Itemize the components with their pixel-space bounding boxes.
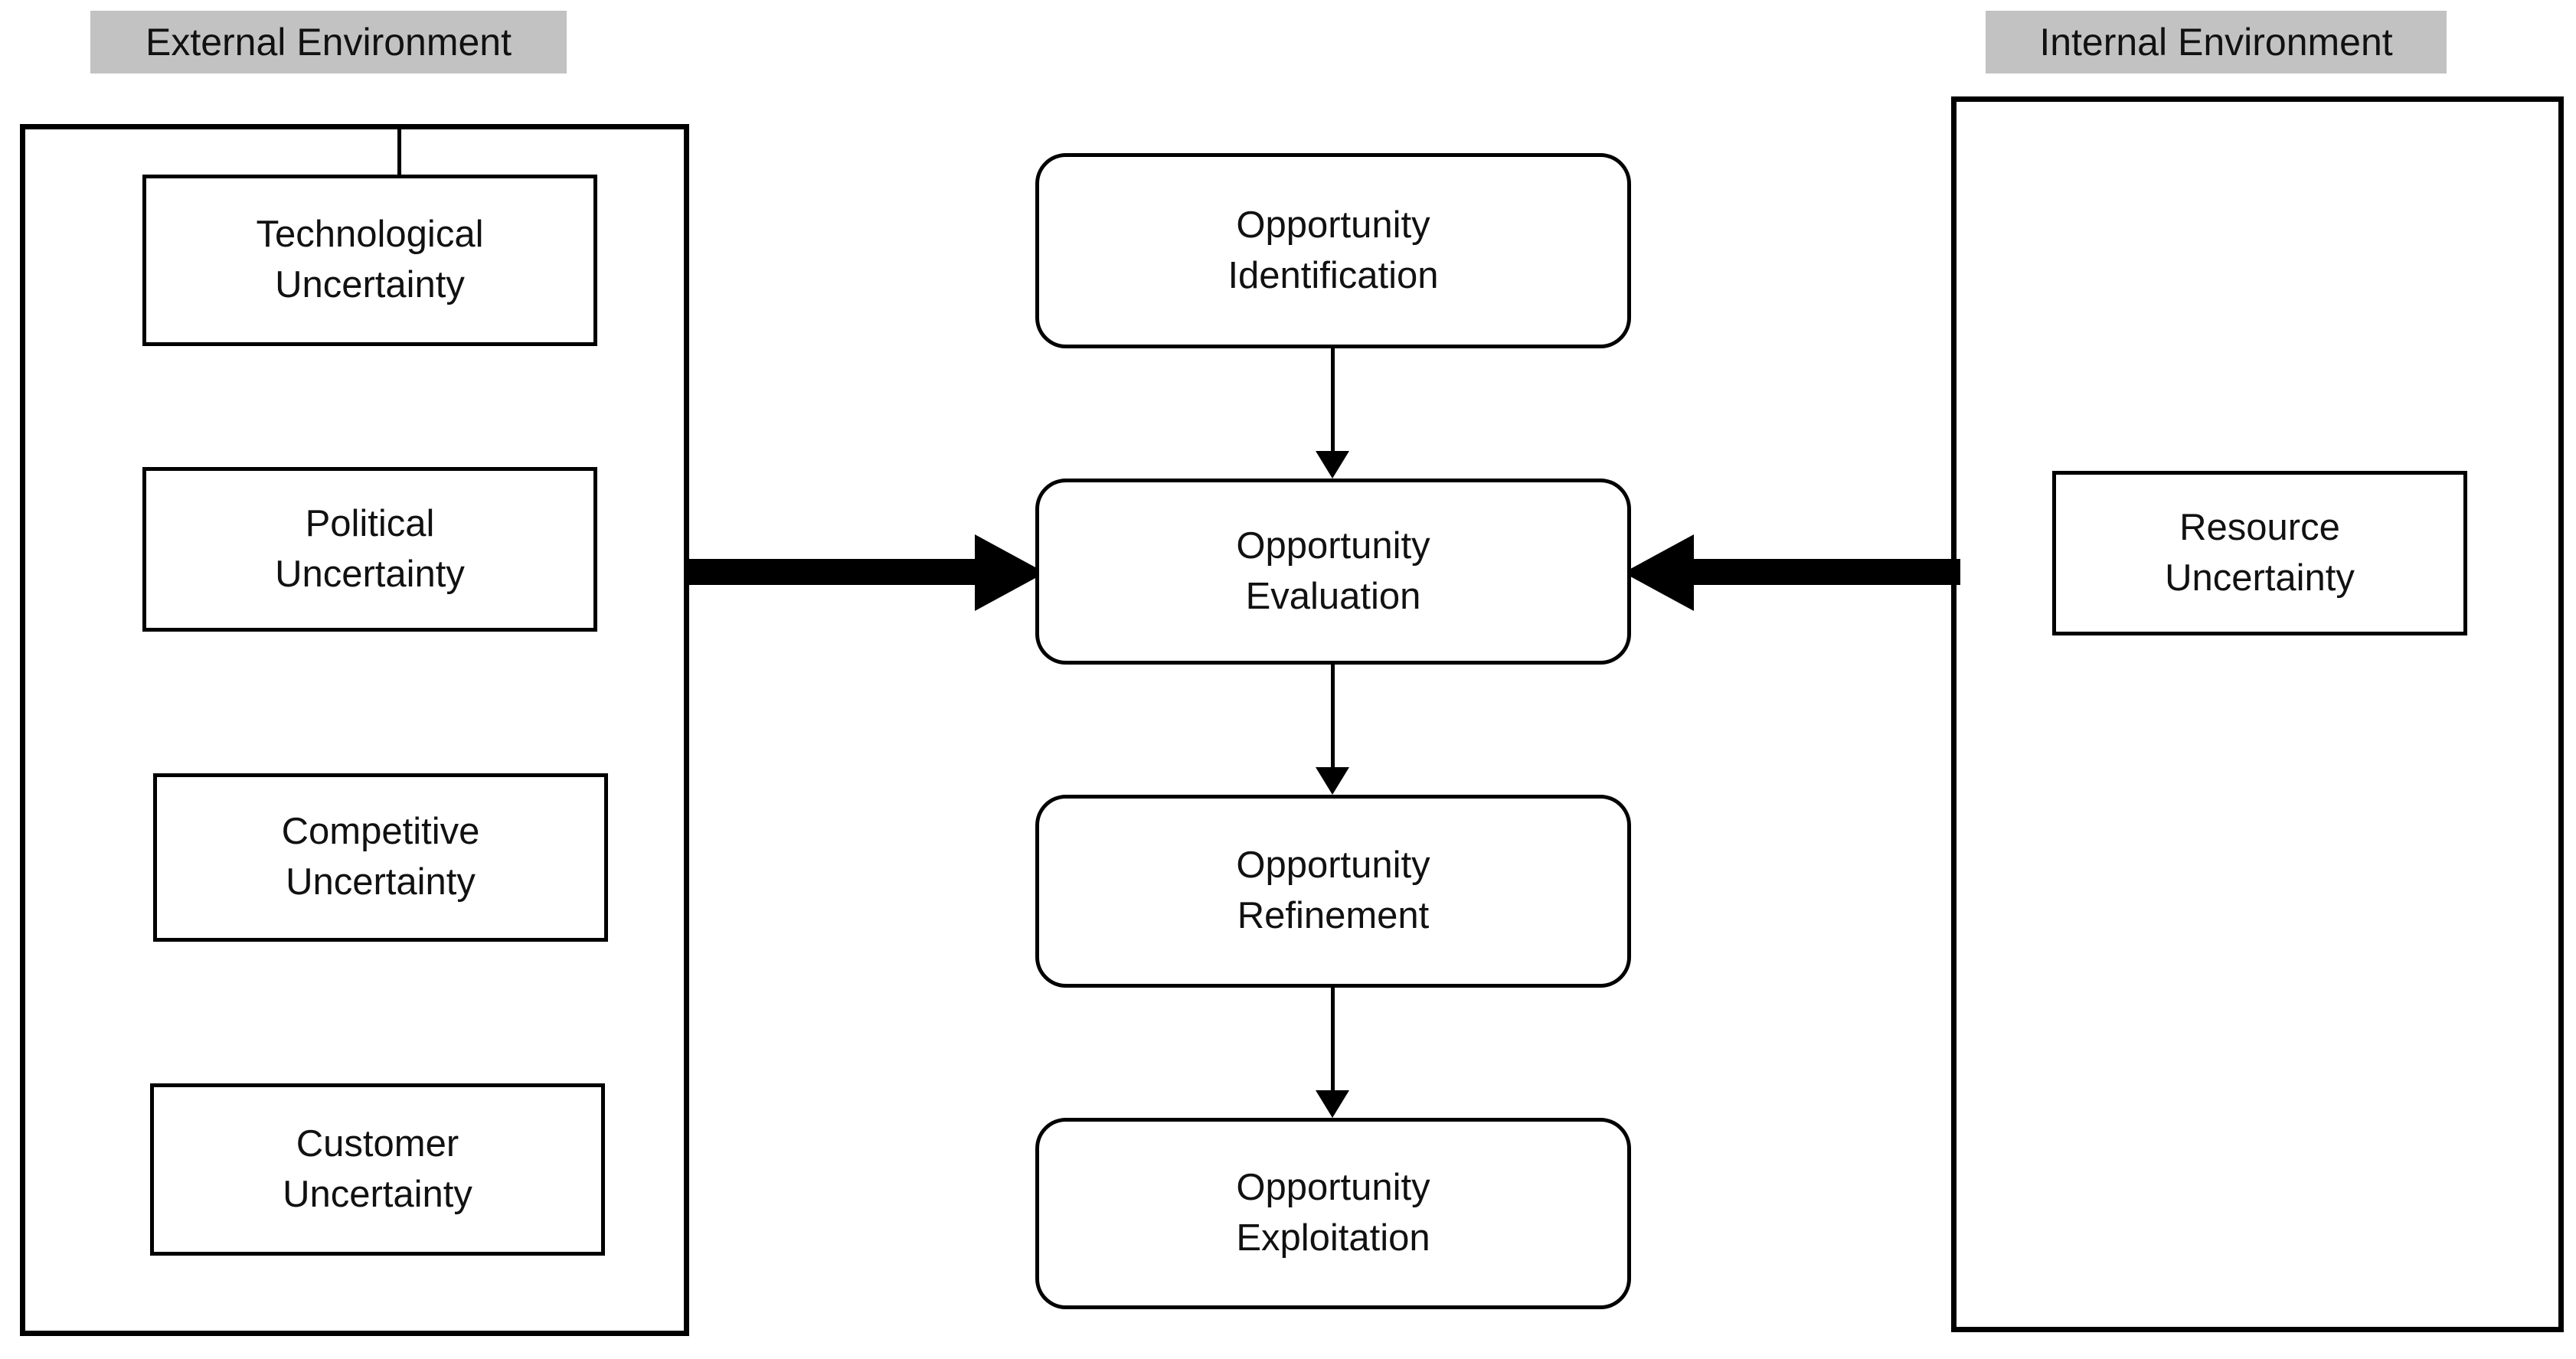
arrow-right-icon [975, 534, 1045, 611]
arrow-down-icon [1316, 1090, 1349, 1118]
node-political-uncertainty[interactable]: Political Uncertainty [142, 467, 597, 632]
arrow-shaft [1331, 988, 1335, 1095]
node-opportunity-exploitation-line1: Opportunity [1236, 1167, 1430, 1209]
node-customer-uncertainty-line2: Uncertainty [283, 1173, 472, 1215]
arrow-left-icon [1623, 534, 1694, 611]
node-political-uncertainty-line2: Uncertainty [275, 553, 465, 595]
node-competitive-uncertainty-line1: Competitive [281, 811, 480, 853]
node-resource-uncertainty[interactable]: Resource Uncertainty [2052, 471, 2467, 635]
arrow-identification-to-evaluation [1310, 348, 1356, 480]
arrow-down-icon [1316, 451, 1349, 479]
node-opportunity-exploitation[interactable]: Opportunity Exploitation [1035, 1118, 1631, 1309]
node-customer-uncertainty[interactable]: Customer Uncertainty [150, 1083, 605, 1256]
arrow-shaft [1331, 665, 1335, 772]
node-opportunity-identification-line2: Identification [1228, 254, 1439, 296]
arrow-refinement-to-exploitation [1310, 988, 1356, 1119]
node-opportunity-evaluation-line2: Evaluation [1245, 575, 1421, 617]
arrow-external-environment-to-evaluation [684, 534, 1045, 611]
node-opportunity-evaluation-line1: Opportunity [1236, 524, 1430, 567]
node-opportunity-refinement[interactable]: Opportunity Refinement [1035, 795, 1631, 988]
node-political-uncertainty-line1: Political [305, 502, 435, 544]
node-opportunity-exploitation-line2: Exploitation [1236, 1217, 1430, 1259]
external-environment-label: External Environment [90, 11, 567, 74]
node-competitive-uncertainty[interactable]: Competitive Uncertainty [153, 773, 608, 942]
node-resource-uncertainty-line2: Uncertainty [2165, 557, 2355, 599]
node-technological-uncertainty-line1: Technological [256, 214, 484, 256]
arrow-internal-environment-to-evaluation [1623, 534, 1960, 611]
internal-environment-label: Internal Environment [1986, 11, 2447, 74]
arrow-shaft [1331, 348, 1335, 456]
internal-environment-container [1951, 96, 2564, 1332]
node-opportunity-evaluation[interactable]: Opportunity Evaluation [1035, 479, 1631, 665]
arrow-down-icon [1316, 767, 1349, 795]
arrow-shaft [1692, 559, 1960, 585]
arrow-evaluation-to-refinement [1310, 665, 1356, 796]
node-resource-uncertainty-line1: Resource [2179, 506, 2340, 548]
node-opportunity-refinement-line1: Opportunity [1236, 844, 1430, 887]
node-opportunity-identification-line1: Opportunity [1236, 204, 1430, 246]
node-opportunity-refinement-line2: Refinement [1237, 895, 1430, 936]
node-customer-uncertainty-line1: Customer [296, 1122, 459, 1165]
arrow-shaft [684, 559, 982, 585]
node-technological-uncertainty-line2: Uncertainty [275, 264, 465, 305]
connector-external-to-technological [397, 124, 401, 178]
node-competitive-uncertainty-line2: Uncertainty [286, 861, 476, 903]
node-opportunity-identification[interactable]: Opportunity Identification [1035, 153, 1631, 348]
node-technological-uncertainty[interactable]: Technological Uncertainty [142, 175, 597, 346]
